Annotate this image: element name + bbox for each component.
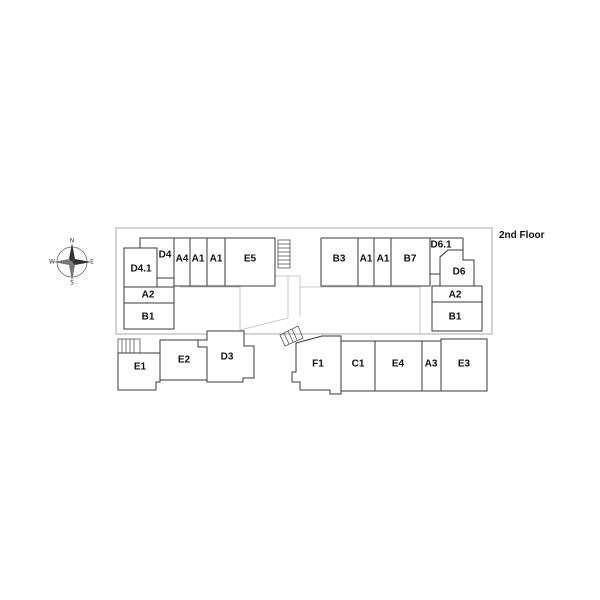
label-b1-right: B1: [449, 312, 462, 323]
stairwell-left: [117, 338, 141, 354]
compass-north-label: N: [70, 238, 75, 245]
label-e4: E4: [392, 359, 405, 370]
label-a1-right-1: A1: [360, 254, 373, 265]
unit-b1-right[interactable]: [431, 301, 483, 332]
unit-e3[interactable]: [440, 338, 488, 392]
label-a2-right: A2: [449, 290, 462, 301]
label-a2-left: A2: [142, 290, 155, 301]
compass-south-label: S: [70, 280, 74, 287]
label-e5: E5: [244, 254, 257, 265]
unit-c1[interactable]: [340, 340, 376, 392]
label-c1: C1: [352, 359, 365, 370]
unit-e2[interactable]: [159, 339, 208, 381]
unit-e5[interactable]: [224, 237, 276, 287]
unit-b1-left[interactable]: [123, 302, 175, 330]
label-f1: F1: [312, 359, 324, 370]
stairwell-center: [279, 325, 304, 347]
unit-d6[interactable]: [439, 249, 475, 287]
label-b7: B7: [404, 254, 417, 265]
label-a1-left-2: A1: [210, 254, 223, 265]
label-e2: E2: [178, 355, 191, 366]
unit-b3[interactable]: [320, 237, 359, 287]
label-d6-1: D6.1: [430, 240, 452, 251]
label-a1-right-2: A1: [377, 254, 390, 265]
label-b1-left: B1: [142, 312, 155, 323]
label-d4: D4: [159, 250, 172, 261]
label-b3: B3: [333, 254, 346, 265]
label-e3: E3: [458, 359, 471, 370]
compass-east-label: E: [90, 259, 94, 266]
label-d3: D3: [221, 352, 234, 363]
compass-rose-icon: N S W E: [49, 238, 94, 287]
label-a1-left-1: A1: [192, 254, 205, 265]
label-a3: A3: [425, 359, 438, 370]
label-e1: E1: [134, 362, 147, 373]
stairwell-top: [277, 239, 291, 269]
floor-label: 2nd Floor: [499, 230, 545, 241]
label-a4: A4: [176, 254, 189, 265]
unit-f1[interactable]: [291, 335, 342, 395]
compass-west-label: W: [49, 259, 55, 266]
label-d4-1: D4.1: [130, 264, 152, 275]
label-d6: D6: [453, 267, 466, 278]
unit-e4[interactable]: [374, 340, 423, 392]
unit-d3[interactable]: [197, 330, 255, 383]
